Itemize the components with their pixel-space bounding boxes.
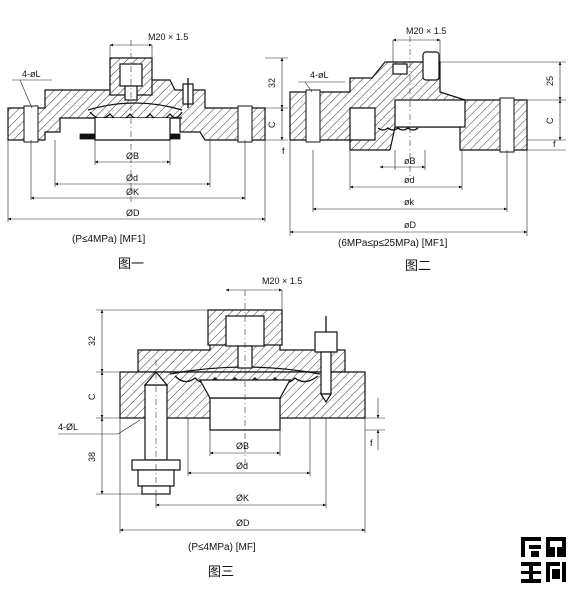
fig1-f-label: f [282,146,285,156]
fig1-caption: (P≤4MPa) [MF1] [72,234,145,245]
fig3-bolt-label: 38 [87,452,97,462]
fig2-dim-b: øB [404,156,416,166]
fig2-f-label: f [553,139,556,149]
fig1-dim-b: ØB [126,151,139,161]
fig2-dim-k: øk [404,197,414,207]
fig2-dim-D: øD [404,220,416,230]
fig3-dim-b: ØB [236,441,249,451]
fig2-holes-label: 4-øL [310,70,329,80]
figure-1: M20 × 1.5 4-øL 32 C f ØB Ød ØK ØD (P≤4MP… [7,32,288,272]
fig1-height-label: 32 [267,78,277,88]
fig2-caption: (6MPa≤p≤25MPa) [MF1] [338,238,448,249]
fig3-dim-d: Ød [236,461,248,471]
fig3-c-label: C [87,393,97,400]
fig1-dim-D: ØD [126,208,140,218]
fig2-height-label: 25 [545,76,555,86]
fig1-thread-label: M20 × 1.5 [148,32,188,42]
fig3-height-label: 32 [87,336,97,346]
figure-3: M20 × 1.5 32 C 38 4-ØL f ØB Ød ØK [58,276,385,580]
fig2-label: 图二 [405,259,431,274]
fig1-dim-k: ØK [126,187,139,197]
figure-2: M20 × 1.5 4-øL 25 C f øB ød øk øD (6MPa≤… [289,26,566,274]
fig1-holes-label: 4-øL [22,69,41,79]
fig3-dim-k: ØK [236,493,249,503]
fig2-thread-label: M20 × 1.5 [406,26,446,36]
fig3-dim-D: ØD [236,518,250,528]
fig1-label: 图一 [118,257,144,272]
fig1-c-label: C [267,121,277,128]
fig3-label: 图三 [208,565,234,580]
fig3-f-label: f [370,438,373,448]
fig3-caption: (P≤4MPa) [MF] [188,542,256,553]
fig2-c-label: C [545,117,555,124]
fig3-holes-label: 4-ØL [58,422,78,432]
fig3-thread-label: M20 × 1.5 [262,276,302,286]
fig1-dim-d: Ød [126,173,138,183]
fig2-dim-d: ød [404,175,415,185]
watermark-seal [519,535,569,585]
